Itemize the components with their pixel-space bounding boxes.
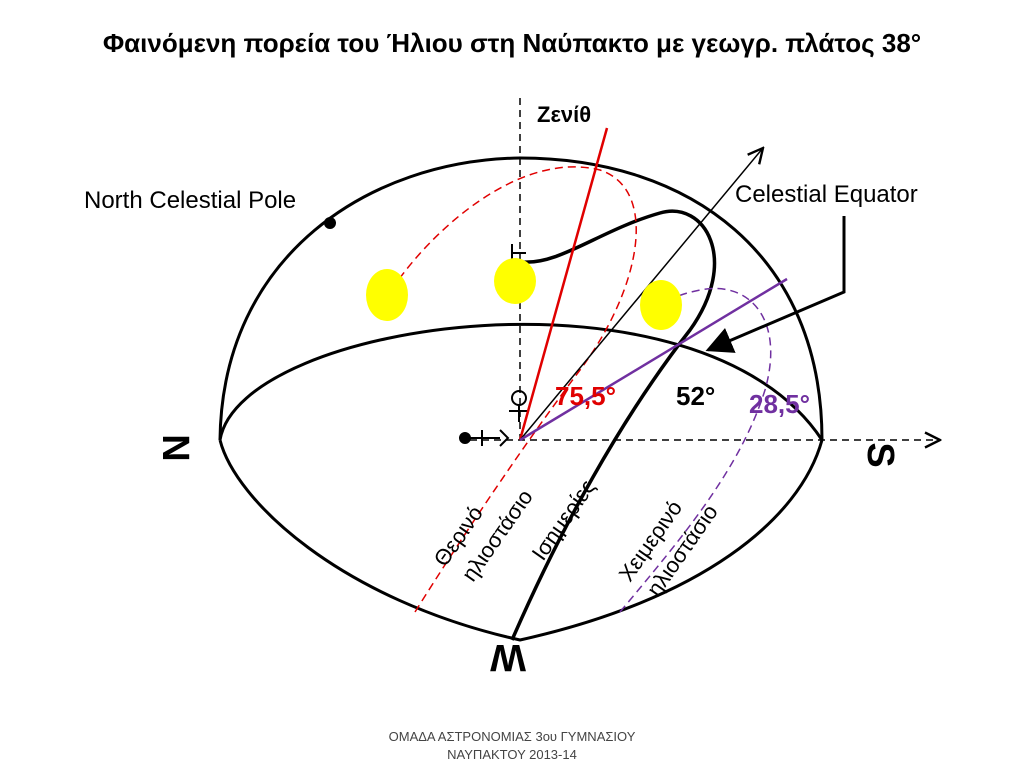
- footer-line1: ΟΜΑΔΑ ΑΣΤΡΟΝΟΜΙΑΣ 3ου ΓΥΜΝΑΣΙΟΥ: [388, 729, 636, 744]
- celestial-equator-pointer: [705, 216, 846, 353]
- zenith-label: Ζενίθ: [537, 102, 591, 127]
- page-title: Φαινόμενη πορεία του Ήλιου στη Ναύπακτο …: [102, 28, 922, 58]
- sun-summer: [366, 269, 408, 321]
- west-label: W: [490, 636, 526, 678]
- summer-altitude-line: [518, 127, 609, 441]
- south-label: S: [859, 442, 901, 467]
- winter-altitude-line: [519, 277, 788, 442]
- north-celestial-pole-dot: [324, 217, 336, 229]
- horizon-back: [218, 322, 824, 441]
- winter-solstice-path: [619, 287, 772, 613]
- summer-solstice-path: [387, 166, 637, 613]
- observer-glyph: [509, 390, 529, 422]
- footer-credit: ΟΜΑΔΑ ΑΣΤΡΟΝΟΜΙΑΣ 3ου ΓΥΜΝΑΣΙΟΥ ΝΑΥΠΑΚΤΟ…: [300, 728, 724, 764]
- equinox-altitude-line: [519, 148, 763, 441]
- sun-winter: [640, 280, 682, 330]
- summer-angle-label: 75,5°: [555, 381, 616, 411]
- winter-angle-label: 28,5°: [749, 389, 810, 419]
- equinox-label: Ισημερίες: [527, 475, 600, 565]
- observer-figure: [459, 429, 510, 447]
- equinox-angle-label: 52°: [676, 381, 715, 411]
- sun-equinox: [494, 258, 536, 304]
- footer-line2: ΝΑΥΠΑΚΤΟΥ 2013-14: [447, 747, 577, 762]
- north-celestial-pole-label: North Celestial Pole: [84, 187, 296, 214]
- horizon-front: [218, 439, 824, 642]
- equinox-sun-path: [510, 209, 717, 641]
- celestial-equator-label: Celestial Equator: [735, 181, 918, 208]
- north-label: N: [154, 434, 196, 461]
